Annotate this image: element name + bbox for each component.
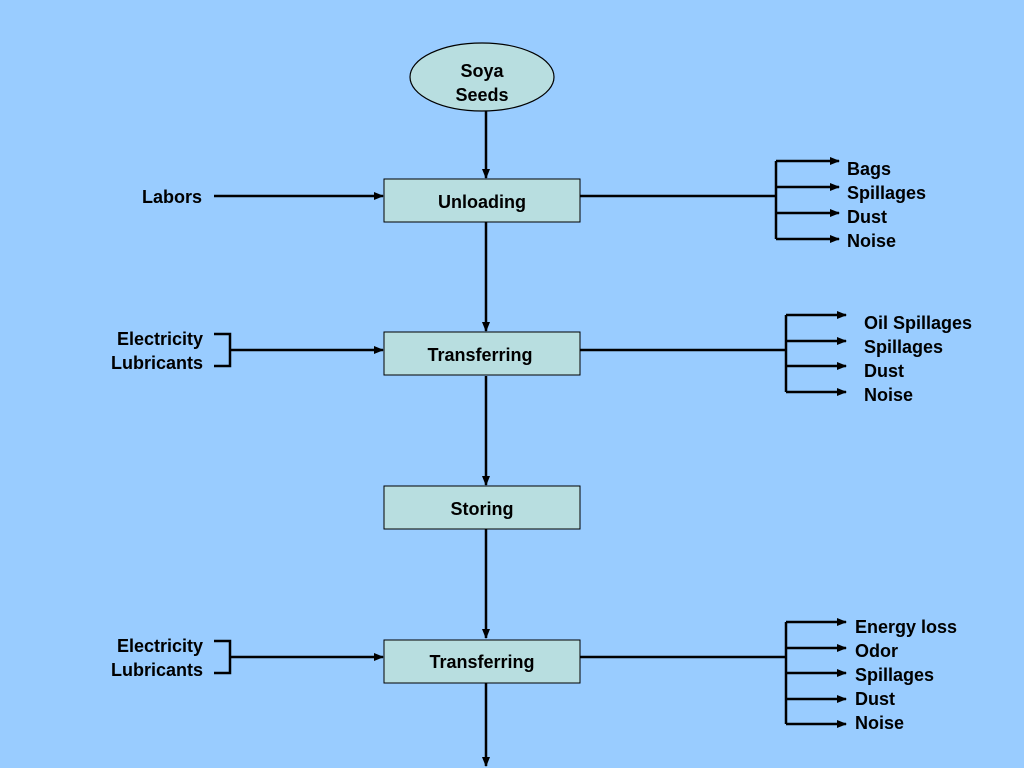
output-label-oil-spillages: Oil Spillages <box>864 313 972 333</box>
process-label-storing: Storing <box>451 499 514 519</box>
step-unloading: Unloading <box>383 178 581 223</box>
process-box-transferring-1 <box>383 331 581 376</box>
start-node-shape <box>409 42 555 112</box>
start-node-label-line1: Soya <box>460 61 504 81</box>
step-transferring-1: Transferring <box>383 331 581 376</box>
start-node-label-line2: Seeds <box>455 85 508 105</box>
output-branch-transferring-2: Energy loss Odor Spillages Dust Noise <box>580 617 957 733</box>
process-label-transferring-2: Transferring <box>429 652 534 672</box>
input-bracket-1 <box>214 332 232 368</box>
output-label-spillages: Spillages <box>847 183 926 203</box>
process-box-storing <box>383 485 581 530</box>
input-group-transferring-2: Electricity Lubricants <box>111 636 384 680</box>
output-label-dust-2: Dust <box>864 361 904 381</box>
process-box-unloading <box>383 178 581 223</box>
output-label-noise-3: Noise <box>855 713 904 733</box>
output-label-bags: Bags <box>847 159 891 179</box>
input-label-lubricants-1: Lubricants <box>111 353 203 373</box>
start-node-soya-seeds: Soya Seeds <box>409 42 555 112</box>
input-label-electricity-1: Electricity <box>117 329 203 349</box>
step-storing: Storing <box>383 485 581 530</box>
output-label-noise: Noise <box>847 231 896 251</box>
output-label-dust: Dust <box>847 207 887 227</box>
input-label-lubricants-2: Lubricants <box>111 660 203 680</box>
input-label-electricity-2: Electricity <box>117 636 203 656</box>
process-label-transferring-1: Transferring <box>427 345 532 365</box>
output-label-energy-loss: Energy loss <box>855 617 957 637</box>
output-label-dust-3: Dust <box>855 689 895 709</box>
output-branch-transferring-1: Oil Spillages Spillages Dust Noise <box>580 311 972 405</box>
input-group-transferring-1: Electricity Lubricants <box>111 329 384 373</box>
output-label-noise-2: Noise <box>864 385 913 405</box>
input-bracket-2 <box>214 639 232 675</box>
process-box-transferring-2 <box>383 639 581 684</box>
input-label-labors: Labors <box>142 187 202 207</box>
output-label-spillages-3: Spillages <box>855 665 934 685</box>
process-label-unloading: Unloading <box>438 192 526 212</box>
output-label-odor: Odor <box>855 641 898 661</box>
output-branch-unloading: Bags Spillages Dust Noise <box>580 157 926 251</box>
step-transferring-2: Transferring <box>383 639 581 684</box>
output-label-spillages-2: Spillages <box>864 337 943 357</box>
